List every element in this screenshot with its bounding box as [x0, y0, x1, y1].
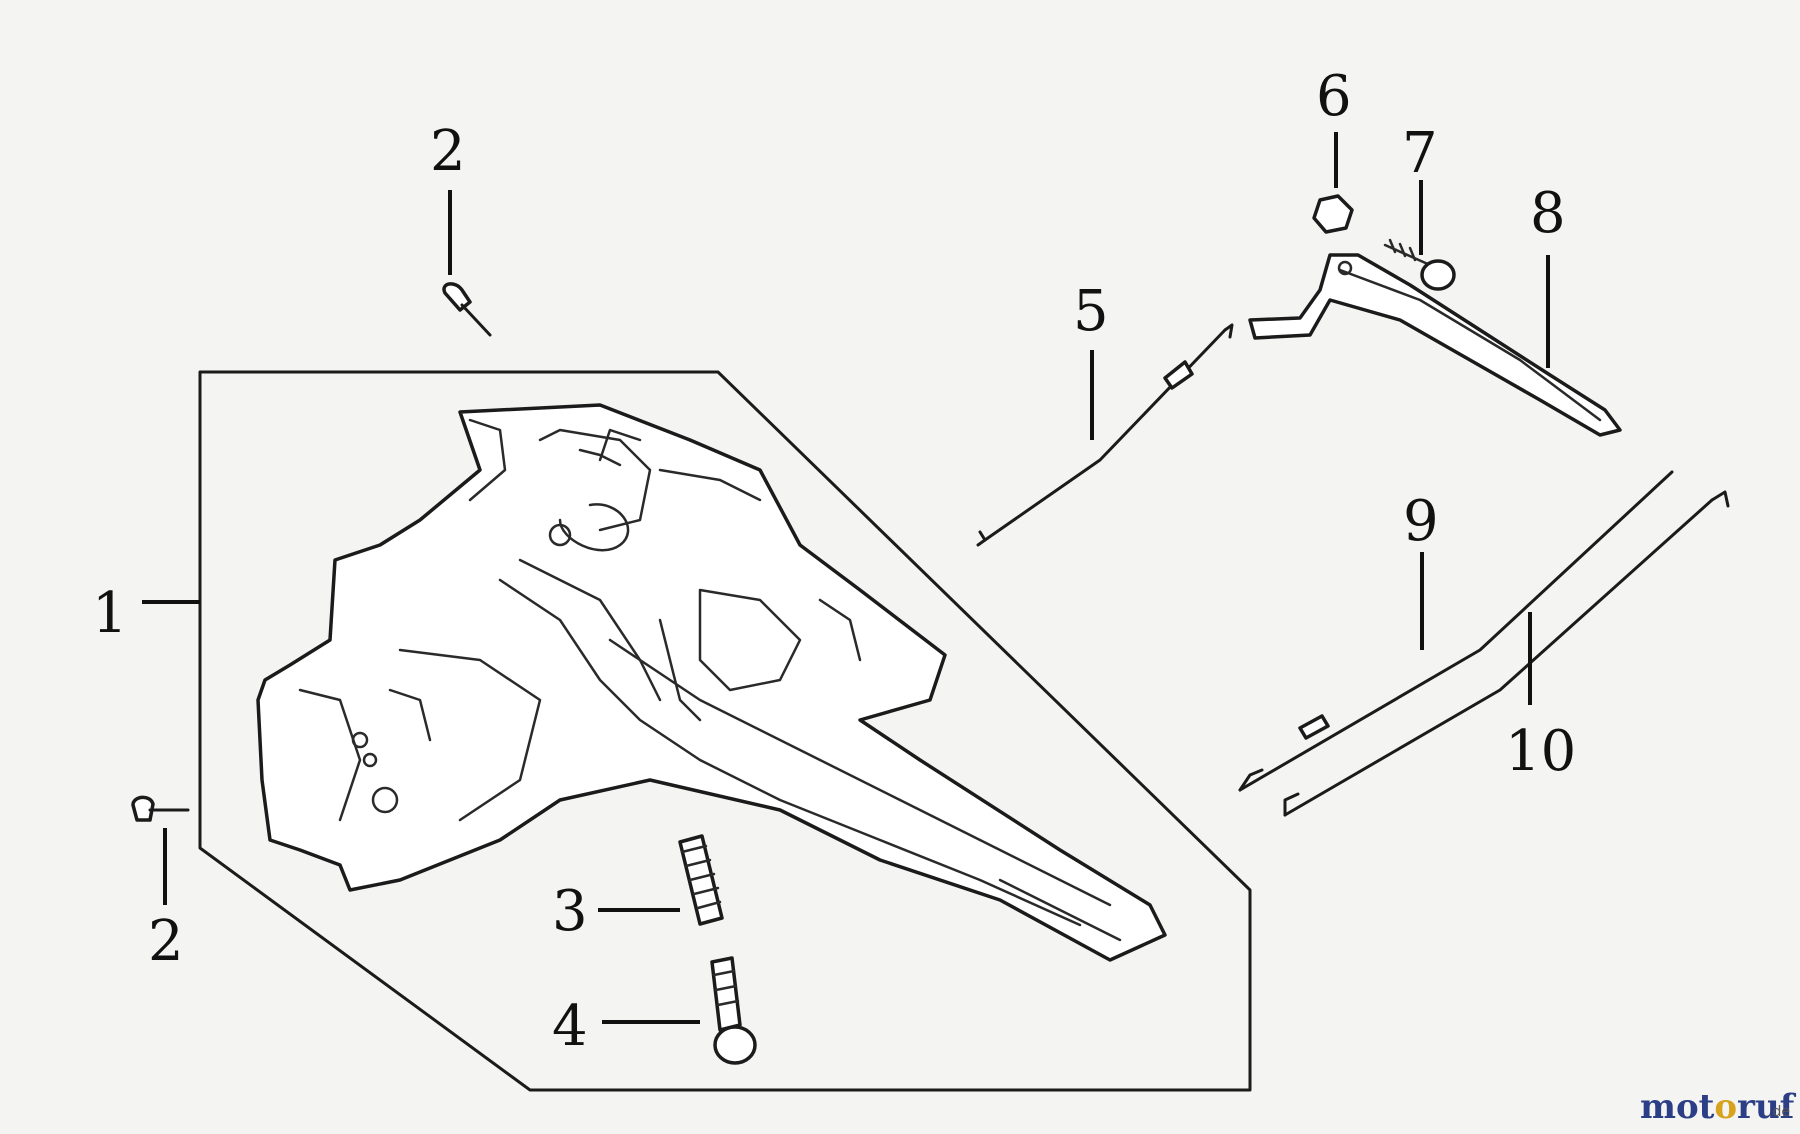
callout-10: 10	[1505, 719, 1576, 784]
callout-9: 9	[1403, 489, 1439, 554]
part-7-bolt	[1383, 238, 1456, 291]
assembly-frame	[198, 370, 1252, 1092]
part-4-screw	[710, 956, 757, 1065]
part-2-top-bolt	[442, 282, 492, 337]
part-3-spring	[678, 834, 724, 926]
part-8-stand-arm	[1248, 253, 1622, 437]
callout-2-top: 2	[430, 119, 466, 184]
watermark-suffix: .de	[1768, 1104, 1790, 1120]
watermark-logo: motoruf .de	[1640, 1087, 1797, 1127]
part-2-bottom-bolt	[131, 795, 190, 822]
callout-6: 6	[1316, 64, 1352, 129]
watermark-text-1: mot	[1640, 1087, 1715, 1127]
svg-text:motoruf: motoruf	[1640, 1087, 1797, 1127]
callout-3: 3	[552, 879, 588, 944]
callout-5: 5	[1073, 279, 1109, 344]
callout-1: 1	[92, 581, 128, 646]
watermark-text-2: o	[1714, 1087, 1737, 1127]
callout-8: 8	[1530, 181, 1566, 246]
callout-7: 7	[1402, 121, 1438, 186]
part-10-cable	[1283, 490, 1730, 817]
part-5-spring-rod	[976, 323, 1234, 547]
part-9-cable	[1238, 470, 1674, 792]
watermark-text-3: ruf	[1737, 1087, 1797, 1127]
part-1-frame-body	[256, 403, 1167, 962]
part-6-nut	[1312, 194, 1354, 234]
callout-4: 4	[552, 994, 588, 1059]
callout-2-bottom: 2	[148, 909, 184, 974]
